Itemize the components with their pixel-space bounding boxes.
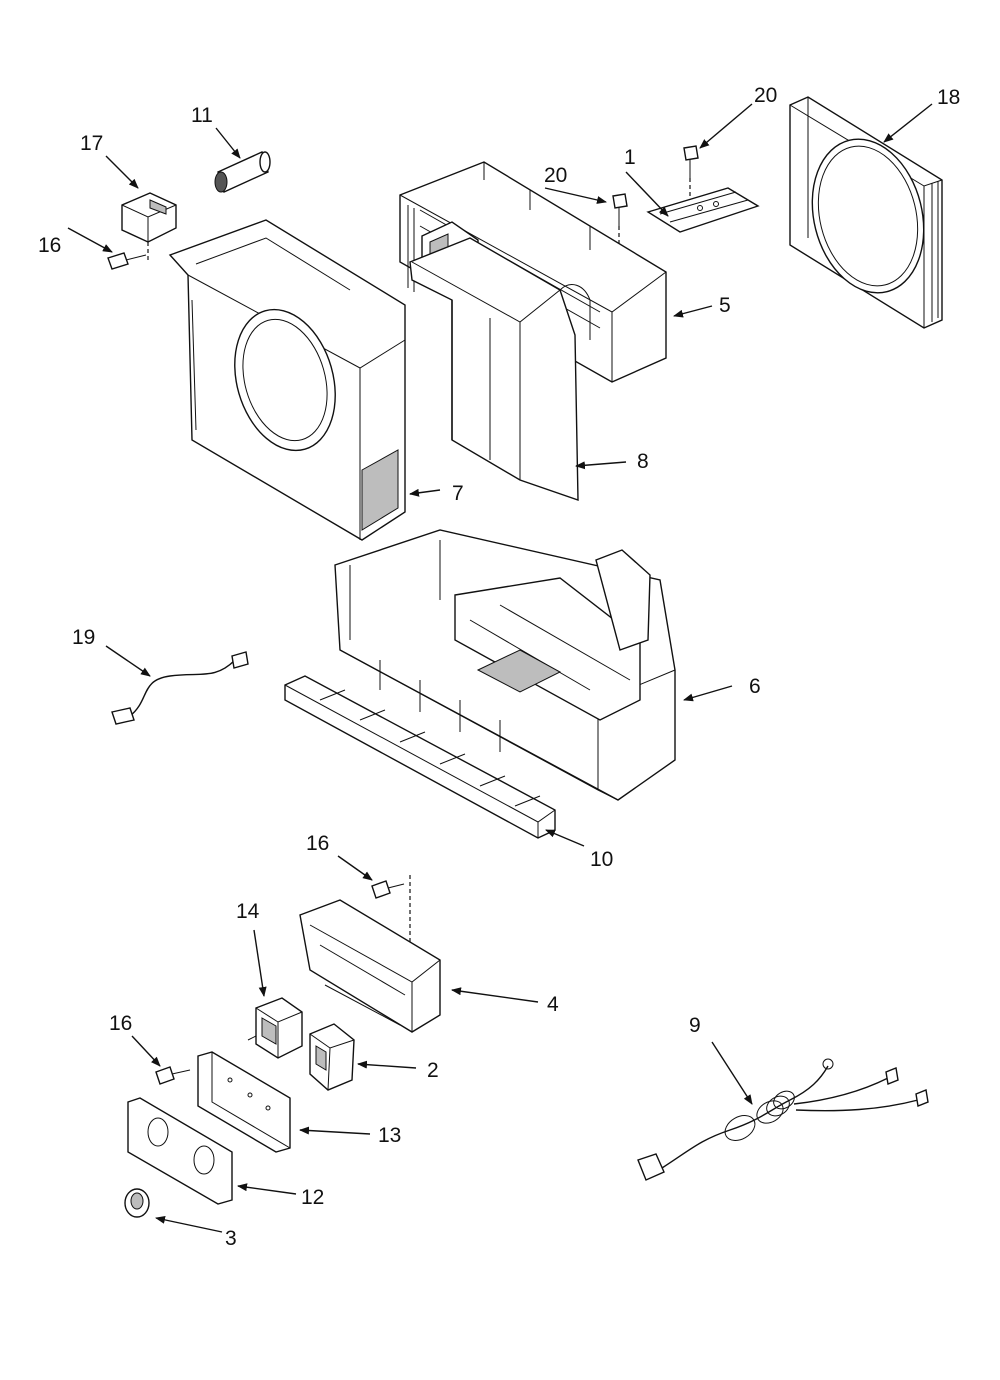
label-7: 7 — [452, 482, 464, 505]
label-4: 4 — [547, 993, 559, 1016]
part-9-power-cord — [637, 1058, 929, 1181]
part-19-wire — [111, 651, 249, 725]
label-20-right: 20 — [754, 84, 777, 107]
part-2-switch — [309, 1023, 355, 1091]
part-11-capacitor — [214, 151, 271, 193]
part-3-knob — [124, 1188, 150, 1218]
part-8-partition — [409, 237, 579, 501]
label-5: 5 — [719, 294, 731, 317]
label-3: 3 — [225, 1227, 237, 1250]
part-20-screw-right — [683, 145, 699, 200]
part-18-shroud — [789, 96, 943, 329]
part-7-blower-housing — [168, 219, 406, 541]
label-16-upper: 16 — [38, 234, 61, 257]
part-12-overlay — [127, 1097, 233, 1205]
label-18: 18 — [937, 86, 960, 109]
label-14: 14 — [236, 900, 260, 923]
part-16-screw-lower — [155, 1066, 191, 1085]
part-13-control-plate — [197, 1051, 291, 1153]
part-16-screw-upper — [107, 252, 147, 270]
label-13: 13 — [378, 1124, 401, 1147]
label-11: 11 — [191, 104, 213, 127]
label-16-middle: 16 — [306, 832, 329, 855]
part-17-relay — [121, 192, 177, 262]
label-1: 1 — [624, 146, 636, 169]
part-1-bracket — [646, 187, 760, 233]
leader-lines — [67, 103, 933, 1233]
label-17: 17 — [80, 132, 103, 155]
part-14-thermostat — [247, 997, 303, 1059]
label-2: 2 — [427, 1059, 439, 1082]
label-8: 8 — [637, 450, 649, 473]
label-20-left: 20 — [544, 164, 567, 187]
label-16-lower: 16 — [109, 1012, 132, 1035]
part-labels: 1 2 3 4 5 6 7 8 9 10 11 12 13 14 16 16 1… — [38, 84, 960, 1250]
label-6: 6 — [749, 675, 761, 698]
part-6-base-pan — [334, 529, 676, 801]
part-4-control-bracket — [299, 875, 441, 1033]
label-9: 9 — [689, 1014, 701, 1037]
part-16-screw-middle — [371, 880, 405, 899]
label-12: 12 — [301, 1186, 324, 1209]
label-10: 10 — [590, 848, 613, 871]
label-19: 19 — [72, 626, 95, 649]
